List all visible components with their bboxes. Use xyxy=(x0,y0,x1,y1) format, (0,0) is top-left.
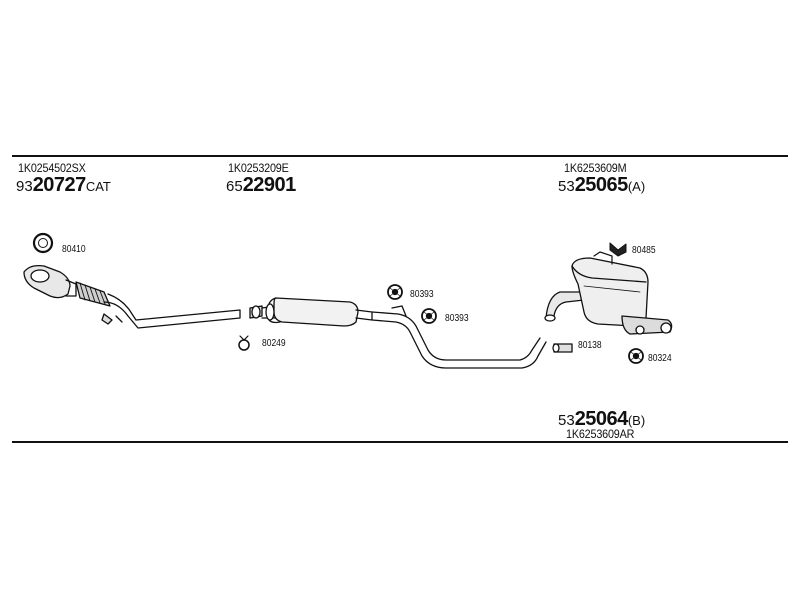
fitting-code: 80393 xyxy=(445,313,469,324)
bottom-rule xyxy=(12,441,788,443)
part-reference: 1K6253609AR xyxy=(566,427,635,441)
clamp-icon xyxy=(238,335,250,351)
fitting-code: 80324 xyxy=(648,353,672,364)
gasket-ring-icon xyxy=(32,232,54,254)
part-number-catalyst: 9320727CAT xyxy=(16,174,111,196)
catalytic-converter xyxy=(23,264,77,299)
part-number-rear-silencer-b: 5325064(B) xyxy=(558,408,646,430)
rubber-mount-icon xyxy=(628,348,644,364)
part-reference: 1K6253609M xyxy=(564,161,627,175)
fitting-code: 80410 xyxy=(62,244,86,255)
fitting-code: 80249 xyxy=(262,338,286,349)
fitting-code: 80485 xyxy=(632,245,656,256)
part-reference: 1K0253209E xyxy=(228,161,289,175)
intermediate-pipe xyxy=(371,305,547,369)
middle-silencer xyxy=(249,297,373,327)
rubber-mount-icon xyxy=(421,308,437,324)
flex-pipe xyxy=(75,281,111,307)
part-reference: 1K0254502SX xyxy=(18,161,86,175)
fitting-code: 80393 xyxy=(410,289,434,300)
top-rule xyxy=(12,155,788,157)
part-number-rear-silencer-a: 5325065(A) xyxy=(558,174,646,196)
pipe-connector-icon xyxy=(552,343,573,353)
front-pipe xyxy=(101,293,241,329)
bracket-icon xyxy=(609,242,627,257)
part-number-middle-silencer: 6522901 xyxy=(226,174,296,196)
rubber-mount-icon xyxy=(387,284,403,300)
rear-silencer xyxy=(544,251,673,335)
fitting-code: 80138 xyxy=(578,340,602,351)
